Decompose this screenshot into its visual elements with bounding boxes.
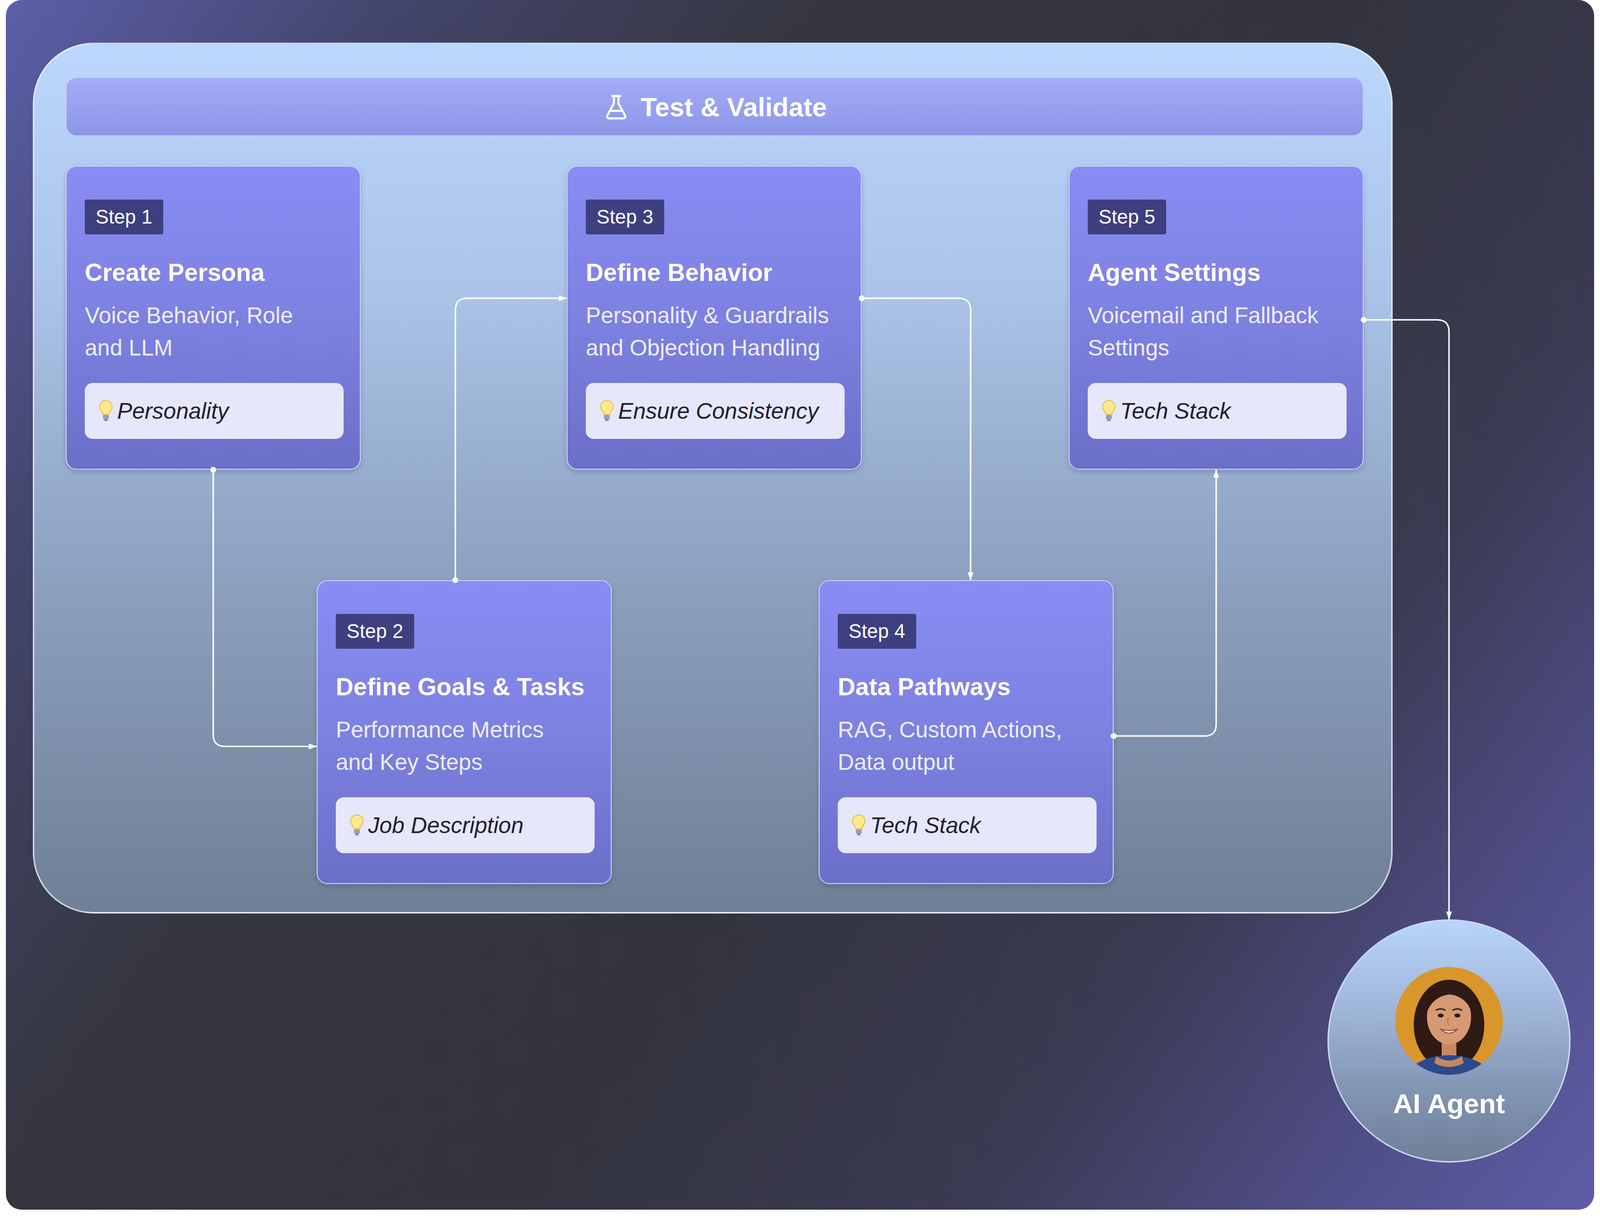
tip-text: Ensure Consistency (618, 397, 819, 425)
bulb-icon (1101, 399, 1117, 423)
step-title: Agent Settings (1087, 256, 1357, 289)
step-title: Define Goals & Tasks (335, 671, 605, 703)
bulb-icon (1102, 400, 1116, 422)
step-badge: Step 5 (1087, 199, 1167, 235)
avatar-eye (1437, 1013, 1444, 1018)
avatar-smile (1440, 1028, 1458, 1033)
step-badge: Step 2 (335, 613, 415, 649)
tip-callout: Personality (84, 382, 344, 439)
flask-icon (606, 95, 625, 119)
step-title: Create Persona (84, 256, 354, 289)
avatar-illustration (1395, 966, 1503, 1075)
step-box: Step 2 Define Goals & TasksPerformance Me… (316, 579, 612, 884)
avatar-brow (1436, 1008, 1446, 1011)
bulb-icon (99, 400, 113, 422)
step-box: Step 4 Data PathwaysRAG, Custom Actions, … (818, 579, 1114, 884)
step-description: Voice Behavior, Role and LLM (84, 299, 330, 364)
step-description: Performance Metrics and Key Steps (335, 713, 581, 778)
step-title: Data Pathways (837, 671, 1107, 703)
avatar-brow (1452, 1008, 1462, 1011)
step-description: Personality & Guardrails and Objection H… (585, 299, 831, 364)
tip-text: Tech Stack (1120, 397, 1231, 425)
bulb-icon (851, 813, 867, 837)
frame-heading: Test & Validate (640, 91, 827, 123)
agent-label: AI Agent (1328, 1087, 1570, 1120)
tip-callout: Job Description (335, 797, 595, 853)
bulb-icon (350, 814, 364, 836)
test-validate-frame: Test & ValidateStep 1 Create PersonaVoice… (32, 42, 1393, 914)
bulb-icon (349, 813, 365, 837)
step-box: Step 5 Agent SettingsVoicemail and Fallba… (1068, 165, 1364, 470)
bulb-icon (600, 400, 614, 422)
bulb-icon (98, 399, 114, 423)
avatar-eye (1454, 1013, 1461, 1018)
tip-text: Job Description (368, 811, 524, 839)
tip-callout: Tech Stack (1087, 382, 1347, 439)
tip-text: Personality (117, 397, 229, 425)
step-description: Voicemail and Fallback Settings (1087, 299, 1333, 364)
agent-avatar (1395, 966, 1503, 1075)
step-badge: Step 1 (84, 199, 164, 235)
step-badge: Step 3 (585, 199, 665, 235)
avatar-hair-top (1425, 982, 1473, 1016)
avatar-collar-skin (1434, 1055, 1464, 1067)
avatar-nose (1447, 1017, 1450, 1025)
step-box: Step 1 Create PersonaVoice Behavior, Role… (65, 165, 361, 470)
tip-callout: Tech Stack (837, 797, 1097, 853)
tip-callout: Ensure Consistency (585, 382, 845, 439)
header-band: Test & Validate (65, 76, 1364, 137)
bulb-icon (852, 814, 866, 836)
bulb-icon (599, 399, 615, 423)
flask-icon (602, 93, 630, 121)
tip-text: Tech Stack (870, 811, 981, 839)
step-badge: Step 4 (837, 613, 917, 649)
step-title: Define Behavior (585, 256, 855, 289)
step-description: RAG, Custom Actions, Data output (837, 713, 1083, 778)
step-box: Step 3 Define BehaviorPersonality & Guard… (566, 165, 862, 470)
